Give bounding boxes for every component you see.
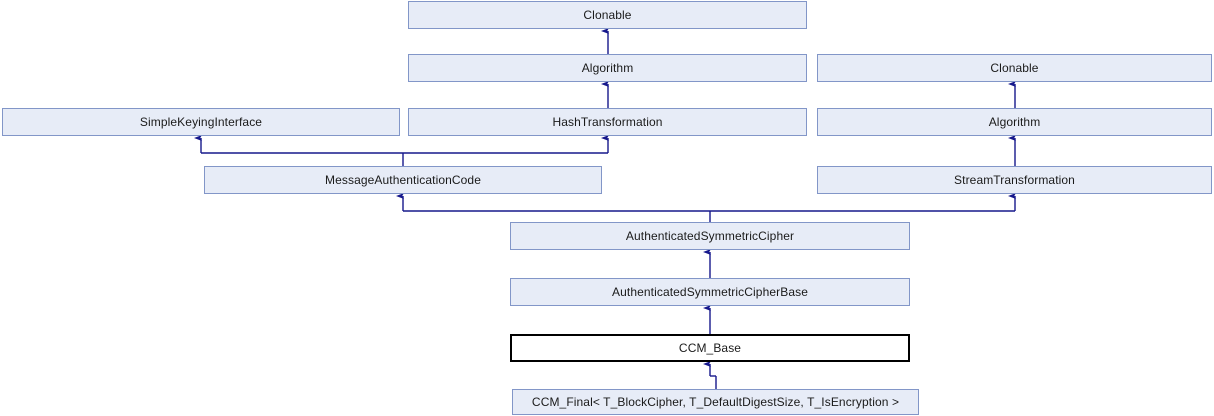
class-node-label: Clonable	[990, 61, 1039, 75]
class-node-ccmbase: CCM_Base	[510, 334, 910, 362]
class-node-label: Algorithm	[988, 115, 1041, 129]
class-node-algorithm_left[interactable]: Algorithm	[408, 54, 807, 82]
class-node-label: AuthenticatedSymmetricCipher	[625, 229, 795, 243]
class-node-label: StreamTransformation	[954, 173, 1075, 187]
class-node-clonable_right[interactable]: Clonable	[817, 54, 1212, 82]
class-node-label: CCM_Base	[678, 341, 742, 355]
class-node-algorithm_right[interactable]: Algorithm	[817, 108, 1212, 136]
class-node-label: CCM_Final< T_BlockCipher, T_DefaultDiges…	[531, 395, 900, 409]
class-node-label: MessageAuthenticationCode	[325, 173, 481, 187]
class-node-asc[interactable]: AuthenticatedSymmetricCipher	[510, 222, 910, 250]
class-node-ccmfinal[interactable]: CCM_Final< T_BlockCipher, T_DefaultDiges…	[512, 389, 919, 415]
class-node-mac[interactable]: MessageAuthenticationCode	[204, 166, 602, 194]
class-node-label: Clonable	[583, 8, 632, 22]
class-node-label: AuthenticatedSymmetricCipherBase	[612, 285, 808, 299]
class-node-label: SimpleKeyingInterface	[139, 115, 263, 129]
class-node-clonable_left[interactable]: Clonable	[408, 1, 807, 29]
class-node-streamtransform[interactable]: StreamTransformation	[817, 166, 1212, 194]
class-node-ascbase[interactable]: AuthenticatedSymmetricCipherBase	[510, 278, 910, 306]
class-node-simplekeying[interactable]: SimpleKeyingInterface	[2, 108, 400, 136]
class-node-hashtransform[interactable]: HashTransformation	[408, 108, 807, 136]
class-node-label: HashTransformation	[552, 115, 663, 129]
class-node-label: Algorithm	[581, 61, 634, 75]
